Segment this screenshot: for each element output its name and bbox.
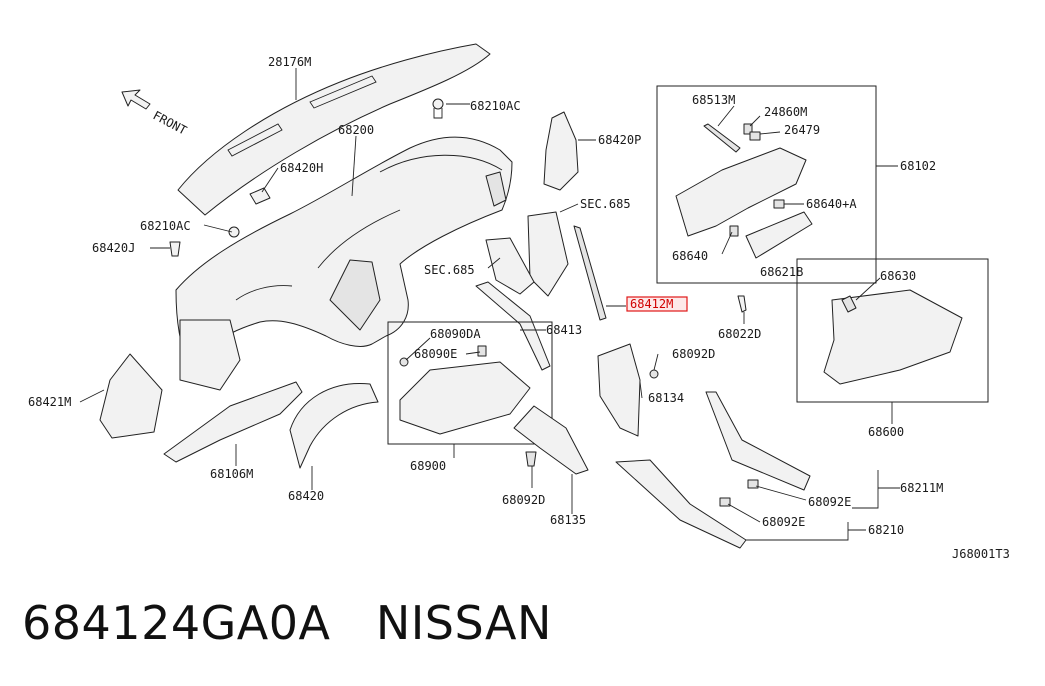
label-68210: 68210 — [868, 523, 904, 537]
label-68092d-a: 68092D — [672, 347, 715, 361]
label-68640a: 68640+A — [806, 197, 857, 211]
assembly-68600-box — [796, 258, 989, 403]
label-68135: 68135 — [550, 513, 586, 527]
assembly-68900-box — [387, 321, 553, 445]
label-68640: 68640 — [672, 249, 708, 263]
label-68200: 68200 — [338, 123, 374, 137]
label-68513m: 68513M — [692, 93, 735, 107]
label-68102: 68102 — [900, 159, 936, 173]
part-68421m-side-trim — [99, 353, 163, 439]
part-68420-cluster-hood — [289, 382, 379, 469]
label-24860m: 24860M — [764, 105, 807, 119]
label-26479: 26479 — [784, 123, 820, 137]
part-68621b-panel — [745, 211, 813, 259]
label-68412m: 68412M — [630, 297, 673, 311]
label-68630: 68630 — [880, 269, 916, 283]
label-68413: 68413 — [546, 323, 582, 337]
part-68900-cover — [399, 345, 531, 435]
part-68420p-side-panel — [543, 111, 579, 191]
label-sec685-b: SEC.685 — [424, 263, 475, 277]
label-28176m: 28176M — [268, 55, 311, 69]
label-68210ac-top: 68210AC — [470, 99, 521, 113]
label-68090da: 68090DA — [430, 327, 481, 341]
dashboard-exploded-diagram: FRONT — [28, 43, 1010, 561]
label-68092d-b: 68092D — [502, 493, 545, 507]
part-lower-left-bracket — [179, 319, 241, 391]
label-68600: 68600 — [868, 425, 904, 439]
part-caption: 684124GA0A NISSAN — [22, 596, 552, 650]
part-68412m-finisher-strip — [573, 225, 607, 321]
label-68900: 68900 — [410, 459, 446, 473]
part-sec685-duct-a — [527, 211, 569, 297]
label-68420h: 68420H — [280, 161, 323, 175]
label-68106m: 68106M — [210, 467, 253, 481]
diagram-reference-code: J68001T3 — [952, 547, 1010, 561]
label-68621b: 68621B — [760, 265, 803, 279]
leader-lines — [79, 68, 900, 541]
part-68200-instrument-panel — [175, 136, 513, 363]
part-68211m-knee-trim — [705, 391, 811, 507]
label-68134: 68134 — [648, 391, 684, 405]
front-label: FRONT — [151, 108, 189, 137]
label-68092e-b: 68092E — [762, 515, 805, 529]
front-arrow-icon — [121, 89, 151, 110]
part-68022d-pin — [737, 295, 747, 313]
label-68022d: 68022D — [718, 327, 761, 341]
part-sec685-duct-b — [485, 237, 535, 295]
highlight-box-68412m — [626, 296, 688, 312]
part-68210ac-clip-left — [228, 226, 240, 238]
assembly-68102-box — [656, 85, 877, 284]
part-68135-corner-cover — [513, 405, 589, 475]
part-68413-trim — [475, 281, 551, 371]
part-28176m-defroster-pad — [177, 43, 491, 216]
label-sec685-a: SEC.685 — [580, 197, 631, 211]
label-68210ac-left: 68210AC — [140, 219, 191, 233]
part-68134-side-cover — [597, 343, 659, 437]
brand-name: NISSAN — [375, 596, 552, 650]
part-68210ac-clip-top — [432, 98, 444, 119]
part-68420h-bracket — [249, 187, 271, 205]
part-68102-glove-box-lid — [675, 123, 807, 237]
part-number: 684124GA0A — [22, 596, 331, 650]
label-68090e: 68090E — [414, 347, 457, 361]
label-68420j: 68420J — [92, 241, 135, 255]
part-68106m-lower-panel — [163, 381, 303, 463]
label-68420p: 68420P — [598, 133, 641, 147]
part-68420j-clip — [169, 241, 181, 257]
part-68600-glove-box-tray — [823, 289, 963, 385]
label-68092e-a: 68092E — [808, 495, 851, 509]
label-68211m: 68211M — [900, 481, 943, 495]
label-68421m: 68421M — [28, 395, 71, 409]
label-68420: 68420 — [288, 489, 324, 503]
